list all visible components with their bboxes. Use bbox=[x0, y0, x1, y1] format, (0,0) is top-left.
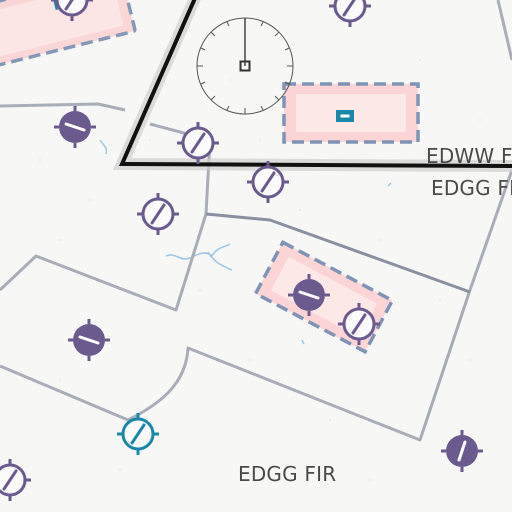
water-features bbox=[99, 139, 392, 345]
vor-hollow-icon[interactable] bbox=[327, 0, 373, 29]
fir-label-edww: EDWW FIR bbox=[426, 144, 512, 168]
vor-filled-icon[interactable] bbox=[52, 104, 98, 150]
vor-filled-icon[interactable] bbox=[439, 428, 485, 474]
fir-label-edgg-lower: EDGG FIR bbox=[238, 462, 337, 486]
vor-hollow-icon[interactable] bbox=[0, 457, 33, 503]
restricted-area-marker-icon bbox=[336, 110, 354, 122]
vor-hollow-icon[interactable] bbox=[135, 191, 181, 237]
compass-rose-icon bbox=[196, 17, 294, 115]
vor-filled-icon[interactable] bbox=[66, 317, 112, 363]
vor-hollow-icon[interactable] bbox=[175, 120, 221, 166]
airspace-borders bbox=[0, 0, 512, 442]
fir-label-edgg-upper: EDGG FIR bbox=[431, 176, 512, 200]
fir-boundary bbox=[112, 0, 512, 172]
restricted-area-northwest[interactable] bbox=[0, 0, 137, 69]
